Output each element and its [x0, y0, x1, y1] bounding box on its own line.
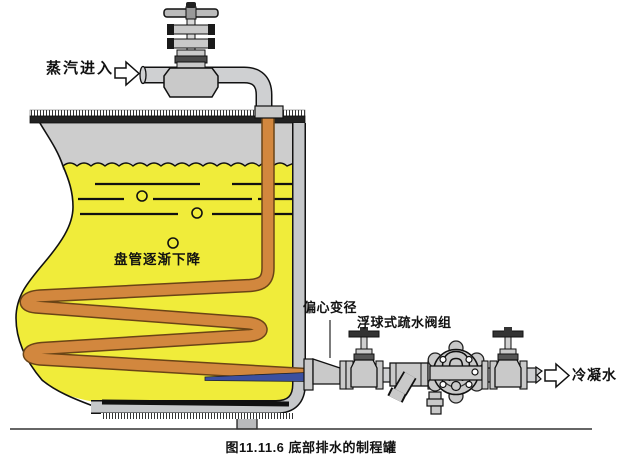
- trap-drain-plug: [426, 391, 444, 415]
- bubbles: [136, 190, 203, 249]
- valve-body: [350, 359, 378, 388]
- steam-pipe-open-end: [139, 65, 147, 85]
- y-strainer: [387, 362, 429, 403]
- valve-hub: [360, 327, 368, 332]
- valve-nut: [208, 24, 215, 35]
- tank-top-plate: [29, 115, 306, 124]
- pipe-broken-end: [535, 365, 544, 385]
- valve-yoke-bar: [172, 24, 210, 35]
- label-condensate: 冷凝水: [572, 367, 617, 383]
- steam-inlet-assembly: [139, 2, 284, 119]
- label-steam-in: 蒸汽进入: [46, 59, 114, 77]
- strainer-cap: [389, 388, 405, 402]
- steam-in-arrow-icon: [114, 60, 141, 87]
- trap-bolts: [439, 355, 479, 389]
- tank-entry-collar: [254, 105, 284, 119]
- coil-pipe: [21, 110, 315, 381]
- valve-bonnet: [176, 61, 206, 69]
- steam-pipe: [143, 68, 271, 114]
- strainer-leg: [395, 372, 415, 395]
- valve-nut: [167, 24, 174, 35]
- valve-hub: [504, 327, 512, 332]
- valve-nut: [167, 38, 174, 49]
- tank-wall: [91, 123, 305, 413]
- tank-bottom-hatch: [101, 413, 294, 419]
- tank-vapor-space: [37, 119, 294, 170]
- label-coil-note: 盘管逐渐下降: [114, 251, 201, 267]
- liquid-surface-line: [62, 162, 295, 167]
- float-trap: [426, 340, 485, 415]
- heating-coil: [19, 110, 315, 382]
- tank-break-edge: [15, 117, 97, 408]
- flange: [339, 360, 347, 390]
- valve-yoke-bar: [172, 38, 210, 49]
- valve-top-nut: [186, 2, 196, 8]
- isolation-valve-1: [345, 327, 384, 390]
- bubble: [191, 207, 203, 219]
- valve-nut: [208, 38, 215, 49]
- flange: [481, 360, 489, 390]
- valve-body: [494, 359, 522, 388]
- isolation-valve-2: [489, 327, 528, 390]
- bubble: [167, 237, 179, 249]
- bubble: [136, 190, 148, 202]
- drain-trap-assembly: [303, 327, 544, 415]
- label-float-trap-set: 浮球式疏水阀组: [357, 315, 452, 330]
- tank-bottom-inner-line: [101, 399, 290, 407]
- valve-packing-band: [497, 353, 519, 361]
- wall-flange: [303, 358, 314, 391]
- label-eccentric-reducer: 偏心变径: [303, 300, 357, 315]
- trap-arch: [443, 352, 469, 381]
- figure-caption: 图11.11.6 底部排水的制程罐: [225, 440, 396, 455]
- condensate-out-arrow-icon: [544, 362, 571, 389]
- valve-body: [163, 67, 219, 98]
- valve-hub: [185, 6, 197, 20]
- trap-knob: [450, 380, 462, 392]
- eccentric-reducer: [312, 358, 341, 385]
- valve-packing-band: [353, 353, 375, 361]
- steam-inlet-valve: [163, 2, 219, 98]
